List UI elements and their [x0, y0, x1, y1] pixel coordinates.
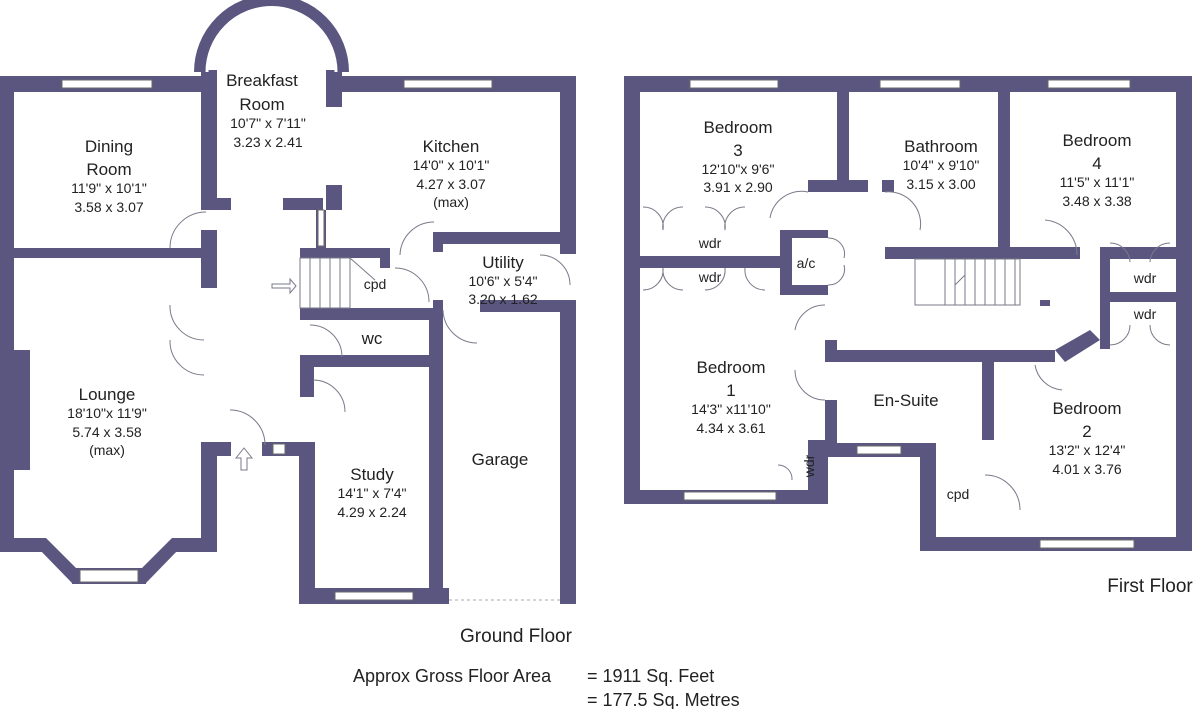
breakfast-room-metric: 3.23 x 2.41: [233, 134, 302, 150]
bedroom-1-label: Bedroom 1 14'3" x11'10" 4.34 x 3.61: [691, 358, 771, 436]
kitchen-name: Kitchen: [423, 137, 480, 156]
gross-floor-area: Approx Gross Floor Area = 1911 Sq. Feet …: [353, 666, 740, 709]
study-imperial: 14'1" x 7'4": [338, 485, 407, 501]
bedroom-1-imperial: 14'3" x11'10": [691, 401, 771, 417]
stairs-direction-arrow-icon: [271, 277, 297, 295]
garage-name: Garage: [472, 450, 529, 469]
bedroom-2-metric: 4.01 x 3.76: [1052, 461, 1121, 477]
bedroom-3-imperial: 12'10"x 9'6": [702, 161, 775, 177]
ground-floor-windows: [61, 79, 493, 601]
breakfast-room-label: Breakfast Room 10'7" x 7'11" 3.23 x 2.41: [226, 71, 306, 150]
lounge-imperial: 18'10"x 11'9": [67, 405, 147, 421]
bedroom-3-name: Bedroom: [704, 118, 773, 137]
first-floor-plan: Bedroom 3 12'10"x 9'6" 3.91 x 2.90 Bathr…: [624, 76, 1193, 597]
bedroom-4-number: 4: [1092, 154, 1101, 173]
bedroom-2-number: 2: [1082, 422, 1091, 441]
bedroom-4-imperial: 11'5" x 11'1": [1060, 174, 1135, 190]
utility-name: Utility: [482, 253, 524, 272]
bedroom-4-name: Bedroom: [1063, 131, 1132, 150]
ground-floor-title: Ground Floor: [460, 626, 573, 647]
ground-floor-stairs: [271, 257, 376, 309]
utility-metric: 3.20 x 1.62: [468, 291, 537, 307]
first-floor-title: First Floor: [1107, 576, 1193, 597]
kitchen-note: (max): [433, 194, 469, 210]
wardrobe-label: wdr: [1133, 270, 1157, 286]
lounge-label: Lounge 18'10"x 11'9" 5.74 x 3.58 (max): [67, 385, 147, 458]
dining-room-metric: 3.58 x 3.07: [74, 199, 143, 215]
breakfast-room-imperial: 10'7" x 7'11": [230, 115, 306, 131]
bedroom-2-name: Bedroom: [1053, 399, 1122, 418]
dining-room-imperial: 11'9" x 10'1": [71, 180, 147, 196]
dining-room-label: Dining Room 11'9" x 10'1" 3.58 x 3.07: [71, 137, 147, 215]
kitchen-label: Kitchen 14'0" x 10'1" 4.27 x 3.07 (max): [413, 137, 490, 210]
wardrobe-label: wdr: [801, 454, 817, 478]
bedroom-1-number: 1: [726, 381, 735, 400]
area-feet: = 1911 Sq. Feet: [587, 666, 714, 686]
bathroom-label: Bathroom 10'4" x 9'10" 3.15 x 3.00: [903, 137, 980, 192]
first-cpd-name: cpd: [947, 486, 970, 502]
bedroom-4-label: Bedroom 4 11'5" x 11'1" 3.48 x 3.38: [1060, 131, 1135, 209]
bathroom-metric: 3.15 x 3.00: [906, 176, 975, 192]
ac-name: a/c: [797, 255, 816, 271]
breakfast-room-name-line2: Room: [239, 95, 284, 114]
wardrobe-label: wdr: [698, 269, 722, 285]
bedroom-3-metric: 3.91 x 2.90: [703, 179, 772, 195]
area-metres: = 177.5 Sq. Metres: [587, 690, 740, 709]
ground-floor-doors: [169, 211, 571, 446]
first-floor-stairs: [914, 258, 1021, 306]
first-floor-windows: [683, 79, 1135, 549]
bedroom-4-metric: 3.48 x 3.38: [1062, 193, 1131, 209]
bedroom-3-label: Bedroom 3 12'10"x 9'6" 3.91 x 2.90: [702, 118, 775, 195]
en-suite-name: En-Suite: [873, 391, 938, 410]
ground-floor-plan: Breakfast Room 10'7" x 7'11" 3.23 x 2.41…: [0, 0, 576, 647]
breakfast-room-name: Breakfast: [226, 71, 298, 90]
bedroom-1-name: Bedroom: [697, 358, 766, 377]
bathroom-imperial: 10'4" x 9'10": [903, 157, 980, 173]
utility-imperial: 10'6" x 5'4": [469, 273, 538, 289]
study-label: Study 14'1" x 7'4" 4.29 x 2.24: [337, 465, 406, 520]
first-floor-doors: [769, 190, 1078, 511]
wc-name: wc: [361, 329, 383, 348]
wardrobe-label: wdr: [1133, 306, 1157, 322]
bathroom-name: Bathroom: [904, 137, 978, 156]
first-floor-wardrobe-doors: [642, 206, 1171, 346]
bedroom-1-metric: 4.34 x 3.61: [696, 420, 765, 436]
study-metric: 4.29 x 2.24: [337, 504, 406, 520]
bedroom-2-label: Bedroom 2 13'2" x 12'4" 4.01 x 3.76: [1049, 399, 1126, 477]
dining-room-name-line2: Room: [86, 160, 131, 179]
utility-label: Utility 10'6" x 5'4" 3.20 x 1.62: [468, 253, 537, 307]
kitchen-metric: 4.27 x 3.07: [416, 176, 485, 192]
study-name: Study: [350, 465, 394, 484]
dining-room-name: Dining: [85, 137, 133, 156]
bedroom-3-number: 3: [733, 141, 742, 160]
ground-cpd-name: cpd: [364, 276, 387, 292]
lounge-note: (max): [89, 442, 125, 458]
breakfast-bay-window: [194, 0, 349, 73]
bedroom-2-imperial: 13'2" x 12'4": [1049, 442, 1126, 458]
lounge-metric: 5.74 x 3.58: [72, 424, 141, 440]
lounge-name: Lounge: [79, 385, 136, 404]
wardrobe-label: wdr: [698, 235, 722, 251]
area-label: Approx Gross Floor Area: [353, 666, 552, 686]
kitchen-imperial: 14'0" x 10'1": [413, 157, 490, 173]
entrance-arrow-icon: [234, 447, 254, 471]
